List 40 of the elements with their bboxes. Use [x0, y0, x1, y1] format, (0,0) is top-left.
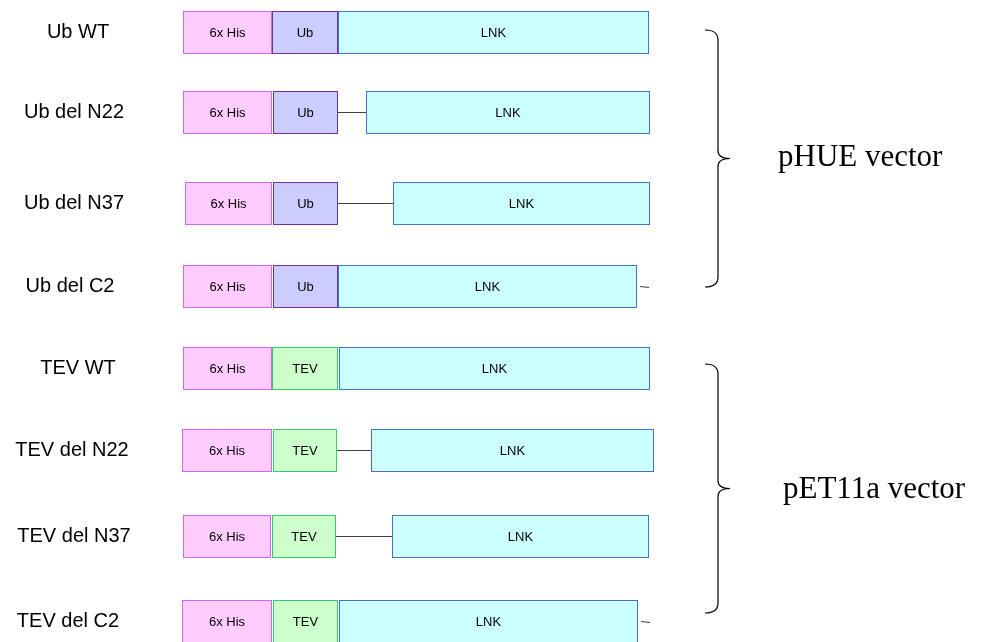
tag-segment: 6x His [183, 265, 272, 308]
protein-segment: LNK [338, 11, 649, 54]
protein-segment: LNK [339, 600, 638, 642]
tag-segment: 6x His [182, 600, 272, 642]
protein-segment: LNK [339, 347, 650, 390]
tag-segment: 6x His [183, 515, 271, 558]
tag-segment: 6x His [183, 347, 272, 390]
construct-name: TEV del N22 [15, 438, 129, 461]
protein-segment: LNK [371, 429, 654, 472]
construct-name: TEV WT [40, 356, 116, 379]
construct-name: TEV del N37 [17, 524, 131, 547]
connector-line [640, 621, 651, 623]
tag-segment: 6x His [183, 11, 272, 54]
protein-segment: LNK [393, 182, 650, 225]
domain-segment: Ub [273, 265, 338, 308]
tag-segment: 6x His [185, 182, 272, 225]
protein-segment: LNK [366, 91, 650, 134]
tag-segment: 6x His [183, 91, 272, 134]
connector-line [337, 112, 367, 113]
protein-segment: LNK [392, 515, 649, 558]
domain-segment: TEV [273, 429, 337, 472]
connector-line [335, 536, 393, 537]
construct-name: Ub WT [46, 20, 110, 43]
construct-name: Ub del N37 [23, 191, 125, 214]
vector-label: pET11a vector [783, 470, 966, 506]
domain-segment: TEV [273, 600, 338, 642]
domain-segment: Ub [273, 182, 338, 225]
domain-segment: TEV [272, 347, 338, 390]
domain-segment: Ub [273, 91, 338, 134]
protein-segment: LNK [338, 265, 637, 308]
domain-segment: TEV [272, 515, 336, 558]
connector-line [336, 450, 372, 451]
construct-name: Ub del N22 [23, 100, 125, 123]
construct-name: TEV del C2 [16, 609, 120, 632]
tag-segment: 6x His [182, 429, 272, 472]
domain-segment: Ub [272, 11, 338, 54]
connector-line [639, 286, 650, 288]
vector-label: pHUE vector [778, 138, 943, 174]
construct-name: Ub del C2 [25, 274, 115, 297]
connector-line [337, 203, 394, 204]
